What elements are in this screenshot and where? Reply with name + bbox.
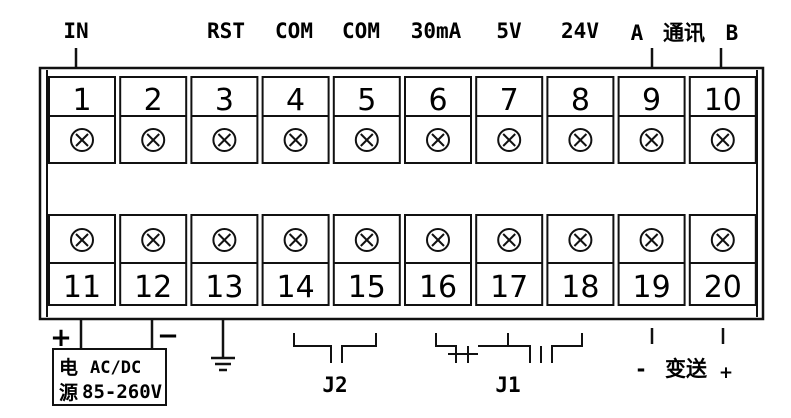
screw-icon — [497, 228, 522, 252]
label-24v: 24V — [561, 19, 599, 43]
terminal-16[interactable]: 16 — [404, 214, 472, 306]
label-5v: 5V — [496, 19, 522, 43]
screw-icon — [70, 128, 94, 152]
label-minus: − — [157, 321, 179, 351]
transmit-leads — [650, 328, 725, 344]
terminal-number: 20 — [704, 270, 742, 305]
terminal-13[interactable]: 13 — [190, 214, 259, 306]
screw-icon — [212, 228, 237, 252]
terminal-number: 6 — [428, 83, 447, 118]
power-supply-box — [52, 348, 167, 406]
screw-icon — [141, 128, 166, 152]
label-in: IN — [63, 19, 88, 43]
screw-icon — [212, 128, 237, 152]
terminal-1[interactable]: 1 — [48, 76, 116, 164]
screw-icon — [141, 228, 166, 252]
label-30ma: 30mA — [411, 19, 462, 43]
power-type: AC/DC — [90, 358, 141, 378]
power-char-1: 电 — [59, 356, 78, 379]
label-rst: RST — [207, 19, 245, 43]
screw-icon — [283, 128, 308, 152]
screw-icon — [354, 128, 379, 152]
terminal-20[interactable]: 20 — [688, 214, 757, 306]
terminal-number: 10 — [704, 83, 742, 118]
terminal-number: 18 — [561, 270, 599, 305]
label-com-4: COM — [275, 19, 313, 43]
screw-icon — [639, 128, 664, 152]
terminal-3[interactable]: 3 — [190, 76, 259, 164]
screw-icon — [710, 228, 735, 252]
terminal-2[interactable]: 2 — [119, 76, 188, 164]
label-comm-a: A — [631, 21, 644, 45]
label-comm-text: 通讯 — [663, 21, 705, 45]
label-tx-minus: - — [637, 357, 646, 381]
screw-icon — [568, 128, 593, 152]
screw-icon — [70, 228, 94, 252]
label-comm-b: B — [726, 21, 739, 45]
screw-icon — [639, 228, 664, 252]
terminal-18[interactable]: 18 — [546, 214, 615, 306]
terminal-17[interactable]: 17 — [475, 214, 544, 306]
terminal-19[interactable]: 19 — [617, 214, 686, 306]
terminal-number: 9 — [642, 83, 661, 118]
terminal-number: 19 — [633, 270, 671, 305]
terminal-number: 11 — [63, 270, 101, 305]
terminal-number: 17 — [490, 270, 528, 305]
j2-jumper-lines — [293, 333, 377, 363]
top-lead-lines — [74, 48, 723, 68]
terminal-number: 12 — [134, 270, 172, 305]
bottom-terminal-row: 11 12 13 14 15 16 17 18 19 20 — [48, 214, 757, 306]
power-char-2: 源 — [59, 381, 78, 404]
screw-icon — [497, 128, 522, 152]
screw-icon — [426, 128, 450, 152]
terminal-number: 13 — [205, 270, 243, 305]
label-plus: + — [50, 323, 72, 353]
terminal-11[interactable]: 11 — [48, 214, 116, 306]
label-com-5: COM — [342, 19, 380, 43]
terminal-number: 5 — [357, 83, 376, 118]
label-tx-plus: + — [719, 363, 733, 383]
terminal-6[interactable]: 6 — [404, 76, 472, 164]
top-terminal-row: 1 2 3 4 5 6 7 8 9 10 — [48, 76, 757, 164]
terminal-number: 7 — [500, 83, 519, 118]
j1-jumper-lines — [435, 333, 583, 363]
label-j2: J2 — [322, 373, 347, 397]
power-range: 85-260V — [82, 381, 162, 403]
terminal-number: 3 — [215, 83, 234, 118]
label-j1: J1 — [495, 373, 520, 397]
label-tx-text: 变送 — [665, 357, 708, 381]
ground-icon — [211, 319, 235, 372]
terminal-4[interactable]: 4 — [261, 76, 330, 164]
screw-icon — [568, 228, 593, 252]
terminal-14[interactable]: 14 — [261, 214, 330, 306]
screw-icon — [426, 228, 450, 252]
terminal-5[interactable]: 5 — [332, 76, 401, 164]
screw-icon — [283, 228, 308, 252]
terminal-8[interactable]: 8 — [546, 76, 615, 164]
terminal-15[interactable]: 15 — [332, 214, 401, 306]
terminal-7[interactable]: 7 — [475, 76, 544, 164]
terminal-12[interactable]: 12 — [119, 214, 188, 306]
terminal-number: 16 — [419, 270, 457, 305]
screw-icon — [710, 128, 735, 152]
screw-icon — [354, 228, 379, 252]
terminal-number: 15 — [348, 270, 386, 305]
terminal-number: 1 — [72, 83, 91, 118]
terminal-number: 8 — [571, 83, 590, 118]
terminal-number: 14 — [277, 270, 315, 305]
terminal-9[interactable]: 9 — [617, 76, 686, 164]
terminal-number: 2 — [144, 83, 163, 118]
terminal-number: 4 — [286, 83, 305, 118]
terminal-10[interactable]: 10 — [688, 76, 757, 164]
